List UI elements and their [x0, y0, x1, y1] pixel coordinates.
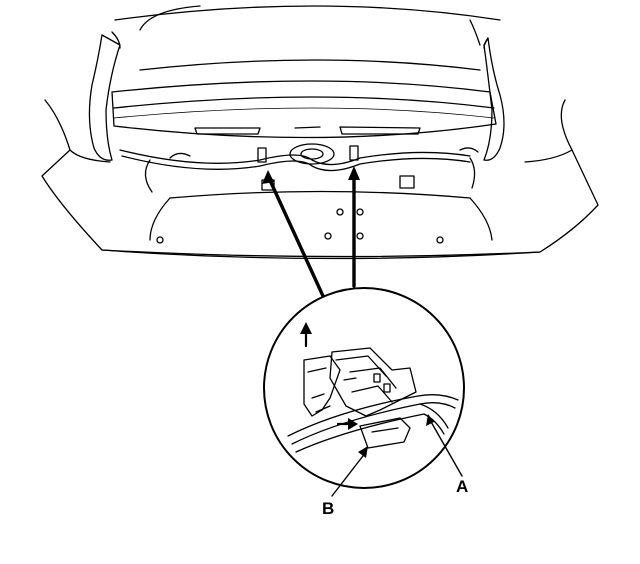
trim-clip — [359, 417, 411, 449]
detail-view — [287, 322, 459, 453]
clip-housing — [329, 347, 417, 417]
hatch-top — [114, 5, 501, 21]
body-channel — [287, 394, 459, 437]
callout-label-b: B — [322, 499, 335, 518]
left-hinge-arm — [88, 34, 121, 161]
clip-right — [349, 145, 359, 161]
leader-arrowheads — [262, 166, 360, 184]
callout-leaders — [331, 419, 463, 497]
latch-hub — [289, 143, 335, 165]
leader-lines — [266, 170, 356, 298]
right-hinge-arm — [483, 37, 505, 161]
clip-left — [257, 147, 267, 163]
callout-label-a: A — [456, 477, 469, 496]
lower-bumper-edge — [101, 249, 541, 260]
body-outline — [41, 99, 599, 258]
hatch-lower-panel — [111, 80, 497, 139]
detail-circle — [263, 287, 465, 489]
trunk-floor-panel — [169, 190, 471, 199]
vehicle-rear — [41, 5, 599, 260]
wire-harness — [119, 149, 471, 166]
lock-slider — [303, 355, 341, 417]
